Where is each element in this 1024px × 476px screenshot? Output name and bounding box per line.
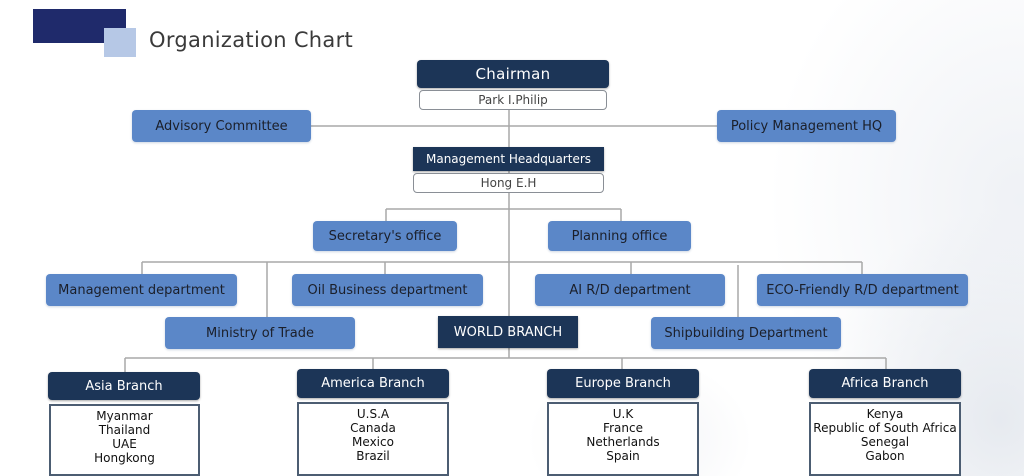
eco-friendly-rd-department[interactable]: ECO-Friendly R/D department [757, 274, 968, 306]
branch-asia-countries: Myanmar Thailand UAE Hongkong [49, 404, 200, 476]
planning-office[interactable]: Planning office [548, 221, 691, 251]
country: Spain [606, 449, 640, 463]
page-title: Organization Chart [149, 28, 354, 52]
country: Netherlands [586, 435, 660, 449]
country: Senegal [860, 435, 910, 449]
branch-america-countries: U.S.A Canada Mexico Brazil [297, 402, 449, 476]
ministry-of-trade[interactable]: Ministry of Trade [165, 317, 355, 349]
logo-light-square [104, 28, 136, 57]
ai-rd-department[interactable]: AI R/D department [535, 274, 725, 306]
management-hq-name: Hong E.H [413, 173, 604, 193]
branch-asia[interactable]: Asia Branch [48, 372, 200, 400]
country: Kenya [866, 407, 904, 421]
world-branch[interactable]: WORLD BRANCH [438, 316, 578, 348]
country: Mexico [352, 435, 394, 449]
branch-europe-countries: U.K France Netherlands Spain [547, 402, 699, 476]
country: Gabon [865, 449, 905, 463]
branch-africa-countries: Kenya Republic of South Africa Senegal G… [809, 402, 961, 476]
country: U.S.A [356, 407, 390, 421]
country: France [603, 421, 643, 435]
branch-america[interactable]: America Branch [297, 369, 449, 398]
country: Canada [350, 421, 396, 435]
shipbuilding-department[interactable]: Shipbuilding Department [651, 317, 841, 349]
secretary-office[interactable]: Secretary's office [313, 221, 457, 251]
country: Brazil [356, 449, 390, 463]
chairman-name: Park I.Philip [419, 90, 607, 110]
country: Hongkong [94, 451, 155, 465]
management-department[interactable]: Management department [46, 274, 237, 306]
branch-europe[interactable]: Europe Branch [547, 369, 699, 398]
country: Myanmar [96, 409, 153, 423]
oil-business-department[interactable]: Oil Business department [292, 274, 483, 306]
chairman-title[interactable]: Chairman [417, 60, 609, 88]
country: Thailand [98, 423, 151, 437]
policy-management-hq[interactable]: Policy Management HQ [717, 110, 896, 142]
advisory-committee[interactable]: Advisory Committee [132, 110, 311, 142]
branch-africa[interactable]: Africa Branch [809, 369, 961, 398]
country: U.K [612, 407, 634, 421]
country: UAE [112, 437, 137, 451]
country: Republic of South Africa [813, 421, 957, 435]
management-hq-title[interactable]: Management Headquarters [413, 147, 604, 171]
